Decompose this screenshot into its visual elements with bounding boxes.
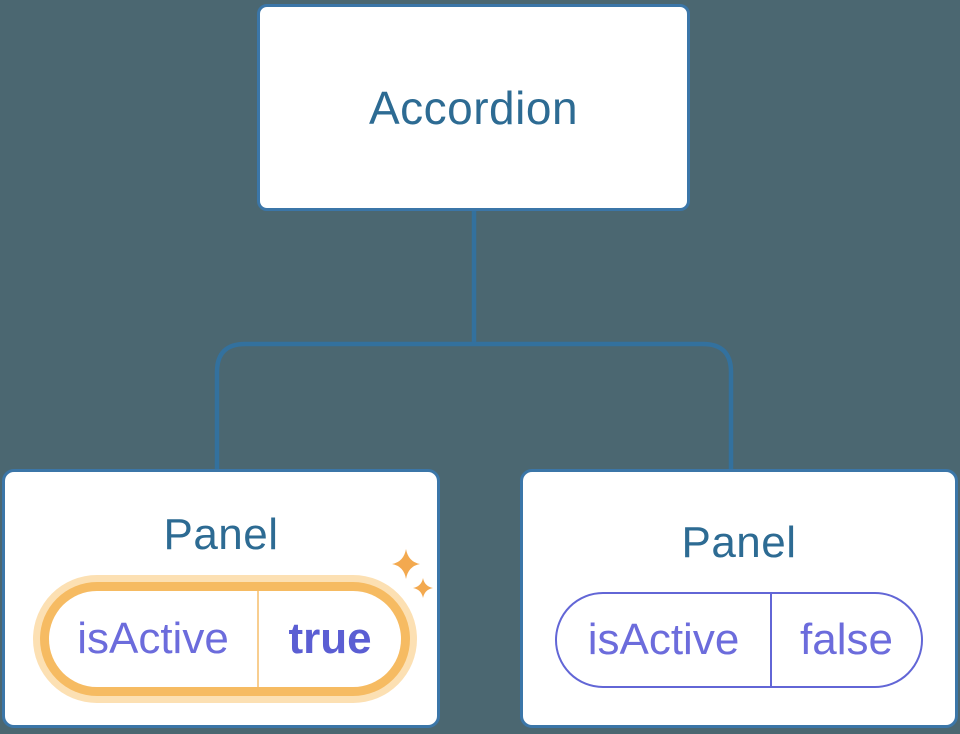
state-pill-active: isActive true (49, 591, 401, 687)
panel-title: Panel (163, 510, 279, 559)
state-key-label: isActive (587, 615, 740, 664)
sparkle-icon (392, 549, 433, 598)
state-value-label: true (257, 591, 401, 687)
panel-node-active: Panel isActive true (2, 469, 440, 728)
state-value-label: false (770, 594, 921, 686)
accordion-node: Accordion (257, 4, 690, 211)
state-pill-inactive: isActive false (555, 592, 923, 688)
state-key-label: isActive (77, 614, 229, 663)
panel-title: Panel (681, 518, 797, 567)
accordion-node-label: Accordion (368, 81, 579, 134)
panel-node-inactive: Panel isActive false (520, 469, 958, 728)
